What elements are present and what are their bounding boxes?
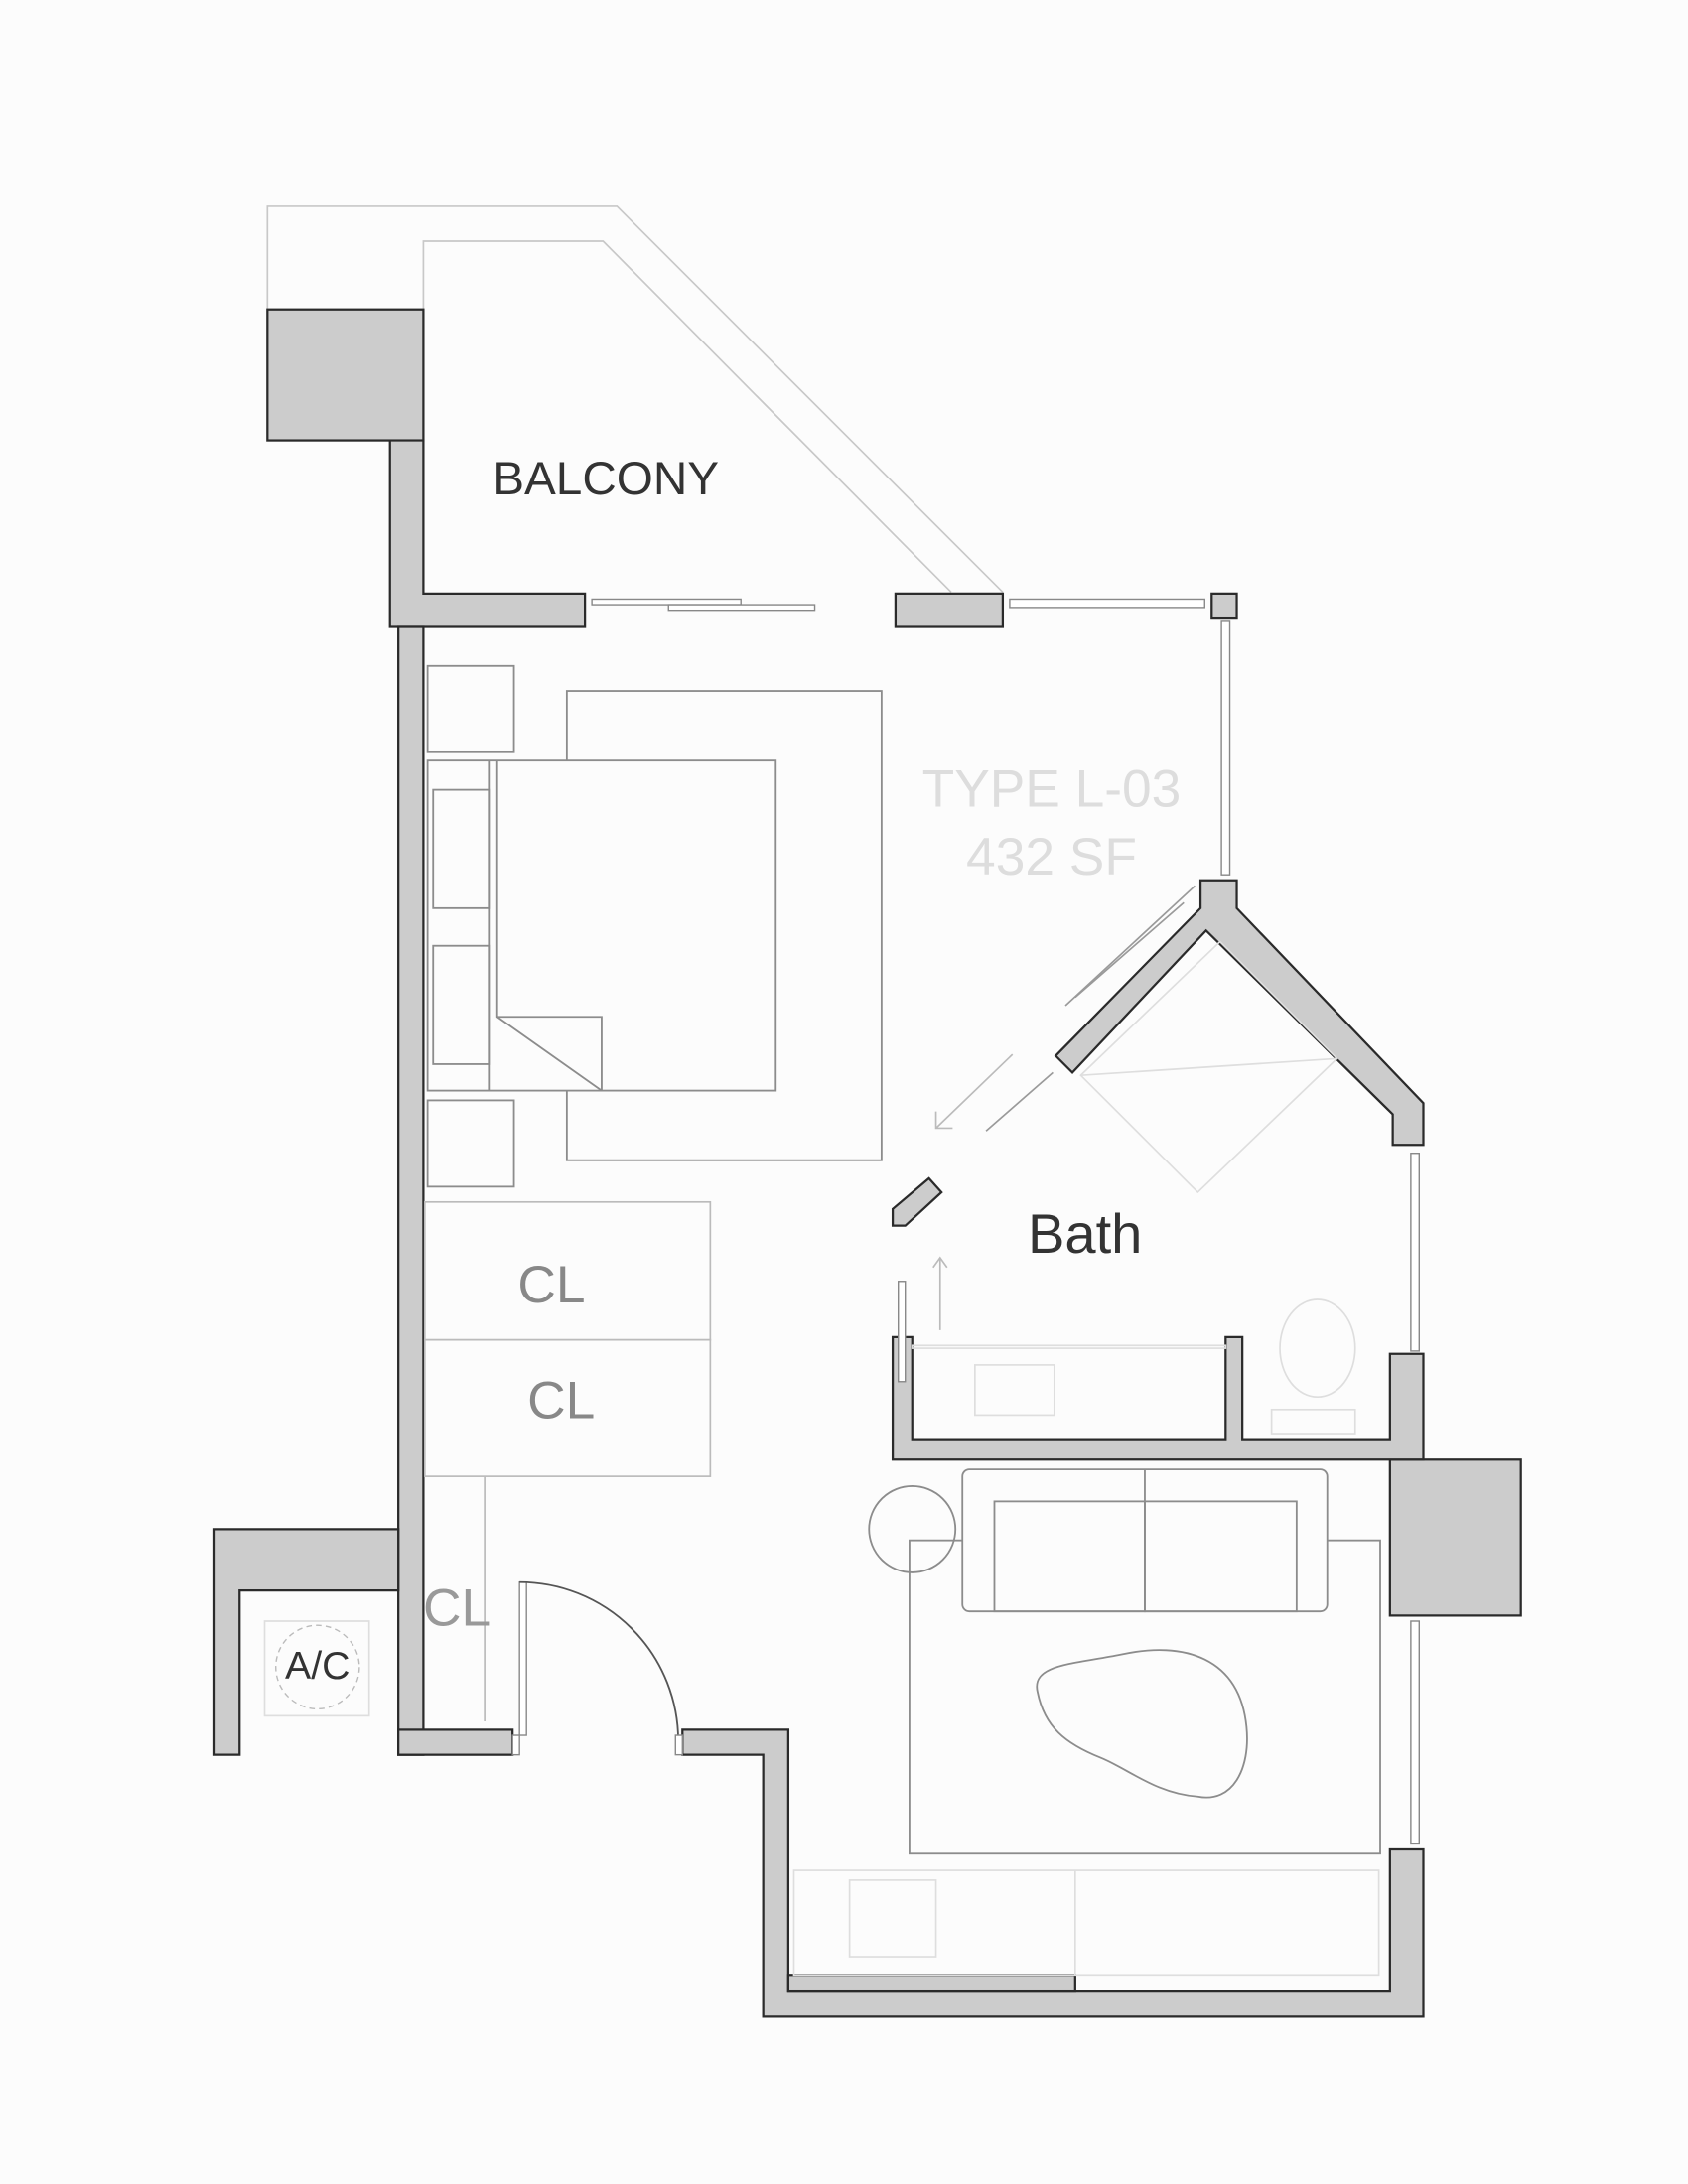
side-table [868,1485,957,1573]
unit-type-label: TYPE L-03 [922,760,1182,819]
wall-entry-left [397,1728,514,1756]
entry-closet-label: CL [423,1578,491,1637]
ac-unit [263,1620,370,1717]
nightstand [426,664,515,753]
closets [423,1200,712,1721]
bath-label: Bath [1028,1202,1142,1265]
closet-label: CL [517,1256,585,1314]
bath-fixtures [891,940,1356,1435]
ac-label: A/C [285,1644,350,1688]
wall-left [397,625,425,1756]
windows [591,598,1420,1845]
column-right [1388,1458,1522,1617]
toilet [1279,1298,1356,1399]
bedroom-furniture [426,664,883,1188]
closet-label: CL [527,1371,595,1430]
living-furniture [868,1468,1381,1855]
column-balcony [266,308,425,442]
entry-door[interactable] [511,1580,683,1756]
kitchen-counter-wall [786,1974,1076,1993]
wall-entry-right [681,1728,1425,2018]
balcony-label: BALCONY [492,453,719,505]
wall-ac-closet [212,1528,400,1756]
kitchenette [792,1869,1380,1977]
wall-balcony [388,439,587,628]
nightstand [426,1099,515,1188]
kitchen-sink [848,1879,937,1958]
coffee-table [1036,1649,1248,1799]
pillow [432,788,491,909]
wall-bath-bottom [891,1335,1425,1461]
balcony-outline [266,205,1004,594]
wall-stub-balcony [894,592,1005,628]
column-corner [1210,592,1238,620]
unit-area-label: 432 SF [966,828,1137,887]
bath-sink [974,1364,1055,1417]
sofa-cushion [1144,1500,1298,1613]
walls [212,308,1522,2018]
wall-bath-angled [1054,879,1425,1147]
pillow [432,944,491,1065]
bath-door-stop [891,1176,943,1227]
